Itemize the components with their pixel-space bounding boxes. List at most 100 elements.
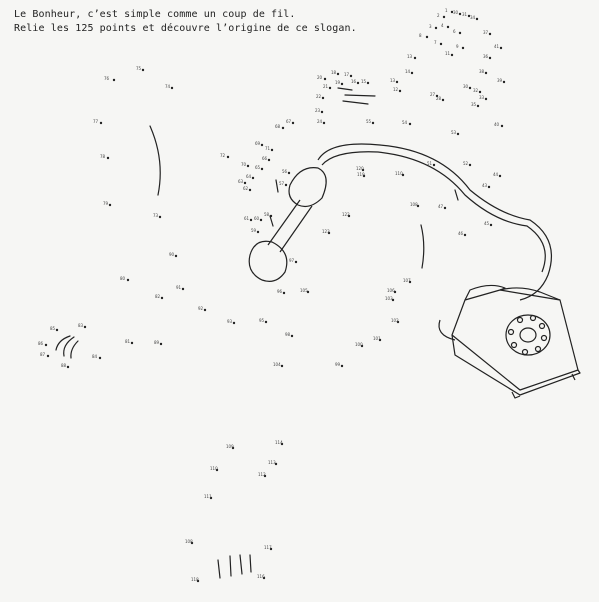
svg-text:111: 111 xyxy=(204,494,212,499)
svg-text:98: 98 xyxy=(285,332,291,337)
numbered-dots: 76 75 74 77 78 79 73 90 80 82 91 92 83 8… xyxy=(38,8,506,583)
svg-text:11: 11 xyxy=(445,51,451,56)
svg-text:120: 120 xyxy=(356,166,364,171)
svg-text:30: 30 xyxy=(463,84,469,89)
svg-text:39: 39 xyxy=(497,78,503,83)
svg-text:81: 81 xyxy=(125,339,131,344)
svg-text:15: 15 xyxy=(361,79,367,84)
svg-text:66: 66 xyxy=(262,156,268,161)
svg-text:63: 63 xyxy=(238,179,244,184)
svg-text:55: 55 xyxy=(366,119,372,124)
svg-text:24: 24 xyxy=(317,119,323,124)
svg-text:93: 93 xyxy=(227,319,233,324)
svg-text:69: 69 xyxy=(255,141,261,146)
svg-text:56: 56 xyxy=(282,169,288,174)
svg-text:59: 59 xyxy=(251,228,257,233)
svg-text:1: 1 xyxy=(445,8,448,13)
svg-text:65: 65 xyxy=(255,165,261,170)
svg-text:58: 58 xyxy=(264,212,270,217)
handset-icon xyxy=(248,167,327,282)
svg-text:75: 75 xyxy=(136,66,142,71)
svg-text:84: 84 xyxy=(92,354,98,359)
svg-text:20: 20 xyxy=(317,75,323,80)
svg-text:35: 35 xyxy=(471,102,477,107)
svg-text:36: 36 xyxy=(483,54,489,59)
svg-text:114: 114 xyxy=(275,440,283,445)
svg-text:95: 95 xyxy=(259,318,265,323)
svg-text:79: 79 xyxy=(103,201,109,206)
svg-text:85: 85 xyxy=(50,326,56,331)
svg-text:51: 51 xyxy=(427,161,433,166)
svg-text:71: 71 xyxy=(265,146,271,151)
svg-text:104: 104 xyxy=(273,362,281,367)
svg-text:90: 90 xyxy=(169,252,175,257)
svg-text:102: 102 xyxy=(391,318,399,323)
svg-text:52: 52 xyxy=(463,161,469,166)
svg-text:72: 72 xyxy=(220,153,226,158)
svg-text:33: 33 xyxy=(479,95,485,100)
svg-text:74: 74 xyxy=(165,84,171,89)
svg-text:30: 30 xyxy=(453,10,459,15)
svg-text:3: 3 xyxy=(429,24,432,29)
svg-text:116: 116 xyxy=(257,574,265,579)
svg-text:91: 91 xyxy=(176,285,182,290)
svg-text:70: 70 xyxy=(241,162,247,167)
svg-text:46: 46 xyxy=(458,231,464,236)
svg-text:13: 13 xyxy=(390,78,396,83)
svg-text:77: 77 xyxy=(93,119,99,124)
svg-text:107: 107 xyxy=(403,278,411,283)
svg-text:86: 86 xyxy=(38,341,44,346)
figure-strokes xyxy=(55,87,459,579)
svg-text:14: 14 xyxy=(405,69,411,74)
phone-cord xyxy=(317,143,552,301)
svg-text:82: 82 xyxy=(155,294,161,299)
svg-text:64: 64 xyxy=(246,174,252,179)
svg-text:47: 47 xyxy=(438,204,444,209)
svg-text:88: 88 xyxy=(61,363,67,368)
telephone-icon xyxy=(438,284,581,399)
svg-text:9: 9 xyxy=(456,44,459,49)
svg-text:8: 8 xyxy=(419,33,422,38)
svg-text:19: 19 xyxy=(335,80,341,85)
svg-text:123: 123 xyxy=(322,229,330,234)
svg-text:53: 53 xyxy=(451,130,457,135)
svg-text:23: 23 xyxy=(315,108,321,113)
svg-text:112: 112 xyxy=(258,472,266,477)
svg-text:108: 108 xyxy=(410,202,418,207)
svg-text:96: 96 xyxy=(277,289,283,294)
instruction-line-1: Le Bonheur, c’est simple comme un coup d… xyxy=(14,9,296,20)
svg-text:34: 34 xyxy=(470,15,476,20)
svg-text:17: 17 xyxy=(344,72,350,77)
svg-text:92: 92 xyxy=(198,306,204,311)
svg-text:68: 68 xyxy=(275,124,281,129)
svg-text:43: 43 xyxy=(482,183,488,188)
svg-text:118: 118 xyxy=(191,577,199,582)
svg-text:22: 22 xyxy=(316,94,322,99)
svg-text:73: 73 xyxy=(153,213,159,218)
svg-text:32: 32 xyxy=(473,88,479,93)
svg-text:80: 80 xyxy=(120,276,126,281)
svg-text:13: 13 xyxy=(407,54,413,59)
svg-text:45: 45 xyxy=(484,221,490,226)
svg-text:7: 7 xyxy=(434,40,437,45)
svg-text:89: 89 xyxy=(154,340,160,345)
svg-text:6: 6 xyxy=(453,29,456,34)
svg-text:101: 101 xyxy=(373,336,381,341)
svg-text:117: 117 xyxy=(264,545,272,550)
svg-text:103: 103 xyxy=(385,296,393,301)
svg-text:110: 110 xyxy=(395,171,403,176)
svg-text:62: 62 xyxy=(243,186,249,191)
svg-text:31: 31 xyxy=(462,12,468,17)
svg-text:40: 40 xyxy=(494,122,500,127)
svg-text:2: 2 xyxy=(437,13,440,18)
svg-text:106: 106 xyxy=(387,288,395,293)
svg-text:99: 99 xyxy=(335,362,341,367)
instructions: Le Bonheur, c’est simple comme un coup d… xyxy=(14,8,357,36)
svg-text:109: 109 xyxy=(226,444,234,449)
phone-cord-inner xyxy=(321,151,546,273)
svg-text:78: 78 xyxy=(100,154,106,159)
instruction-line-2: Relie les 125 points et découvre l’origi… xyxy=(14,23,357,34)
svg-text:105: 105 xyxy=(300,288,308,293)
